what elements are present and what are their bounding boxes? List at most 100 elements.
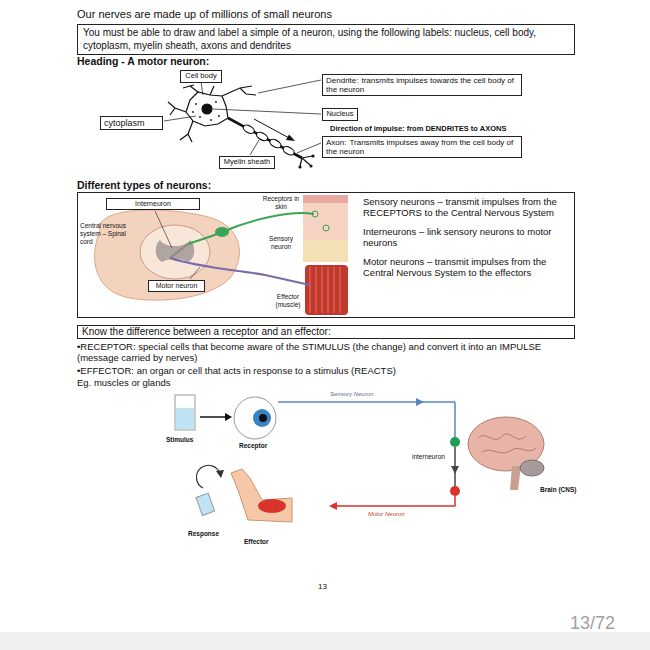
viewer-bar [0,632,650,650]
cytoplasm-dots [199,116,201,118]
leader-line [297,143,321,153]
pathway-label: interneuron [412,453,445,461]
step-label: Stimulus [166,436,193,444]
dendrite [183,85,198,92]
box-text: Motor neuron [152,282,201,290]
response-arrow [216,470,224,478]
myelin-sheath [242,123,256,135]
skin-receptor [312,211,329,231]
muscle-fibre [322,267,323,313]
part-label-box: cytoplasm [100,116,163,130]
part-label-box: Nucleus [322,108,358,121]
box-text: Nucleus [326,110,354,119]
ganglion [215,227,229,237]
iris [253,409,271,427]
cytoplasm-dots [192,101,220,121]
cell-body [186,92,228,126]
response-arrow [196,465,220,488]
part-label-box: Axon:Transmits impulses away from the ce… [322,136,522,158]
motor-neuron-line [336,496,455,506]
part-label-box: Myelin sheath [219,156,275,169]
myelin-sheath [269,138,283,150]
leader-line [164,80,321,155]
muscle-fibre [310,267,340,313]
part-label-box: Motor neuron [148,280,205,292]
dendrite [210,86,214,95]
axon-terminal [298,154,314,168]
nucleus [202,104,212,114]
box-text: You must be able to draw and label a sim… [83,27,569,52]
definition-text: •EFFECTOR: an organ or cell that acts in… [77,365,577,376]
brain-stem [510,466,521,490]
dendrite [222,86,256,96]
section-heading: Different types of neurons: [77,179,211,192]
arrow [416,398,424,406]
arrow [451,466,459,474]
arrow [200,416,226,418]
part-label-box: Interneuron [106,198,200,210]
neuron-types-panel: Sensory neurons – transmit impulses from… [77,192,575,318]
box-text: Myelin sheath [223,158,271,167]
skin [303,203,348,240]
arrow [329,502,337,510]
page-number: 13 [318,582,327,592]
neuron-drawing [164,80,321,169]
leader-line [258,80,321,93]
box-text: Sensory neurons – transmit impulses from… [363,196,568,219]
cerebellum [520,460,544,476]
reflex-arc-illustration [95,195,348,315]
beaker [175,395,195,430]
cytoplasm-dots [192,111,194,113]
synapse-dot [450,437,460,447]
myelin-sheath [242,123,296,156]
leader-line [155,211,200,279]
definition-text: •RECEPTOR: special cells that become awa… [77,341,577,364]
direction-note: Direction of impulse: from DENDRITES to … [330,124,506,133]
box-text: cytoplasm [104,118,159,128]
stimulus-response-illustration [175,395,544,522]
box-text: Interneurons – link sensory neurons to m… [363,226,568,249]
axon-terminal [298,165,301,168]
pathway-label: Sensory Neuron [330,391,373,398]
instruction-box: You must be able to draw and label a sim… [77,24,575,55]
cytoplasm-dots [195,103,197,105]
cytoplasm-dots [218,115,220,117]
part-label: Sensory neuron [262,234,300,252]
axon [228,118,302,158]
dendrite [180,121,193,142]
dendrite [168,102,186,115]
impulse-arrow [286,135,295,142]
arrow [225,413,232,421]
leader-line [201,82,203,95]
part-label: Effector (muscle) [268,293,308,309]
box-text: Dendrite: [326,76,358,85]
spinal-cord [140,225,210,279]
muscle-fibre [328,267,329,313]
muscle-fibre [334,267,335,313]
muscle-fibre [316,267,317,313]
step-label: Effector [244,538,269,546]
beaker [196,493,215,515]
note-box: Know the difference between a receptor a… [77,325,575,339]
impulse-arrow [254,119,290,139]
page-title: Our nerves are made up of millions of sm… [77,8,332,21]
part-label-box: Cell body [180,70,222,83]
leader-line [190,267,200,279]
box-text: Axon: [326,138,346,147]
arm [231,469,292,522]
part-label: Central nervous system – Spinal cord [80,222,138,245]
leader-line [250,140,259,155]
definition-text: Eg. muscles or glands [77,377,170,388]
beaker-water [176,408,194,429]
biceps [258,499,286,513]
pathway-label: Motor Neuron [368,511,405,518]
step-label: Brain (CNS) [540,486,576,494]
skin [303,240,348,262]
muscle-fibre [340,267,341,313]
part-label: Receptors in skin [262,195,300,211]
cytoplasm-dots [210,119,212,121]
eye [234,397,276,439]
cytoplasm-dots [215,101,217,103]
axon-terminal [311,154,314,157]
skin-receptor [323,225,329,231]
